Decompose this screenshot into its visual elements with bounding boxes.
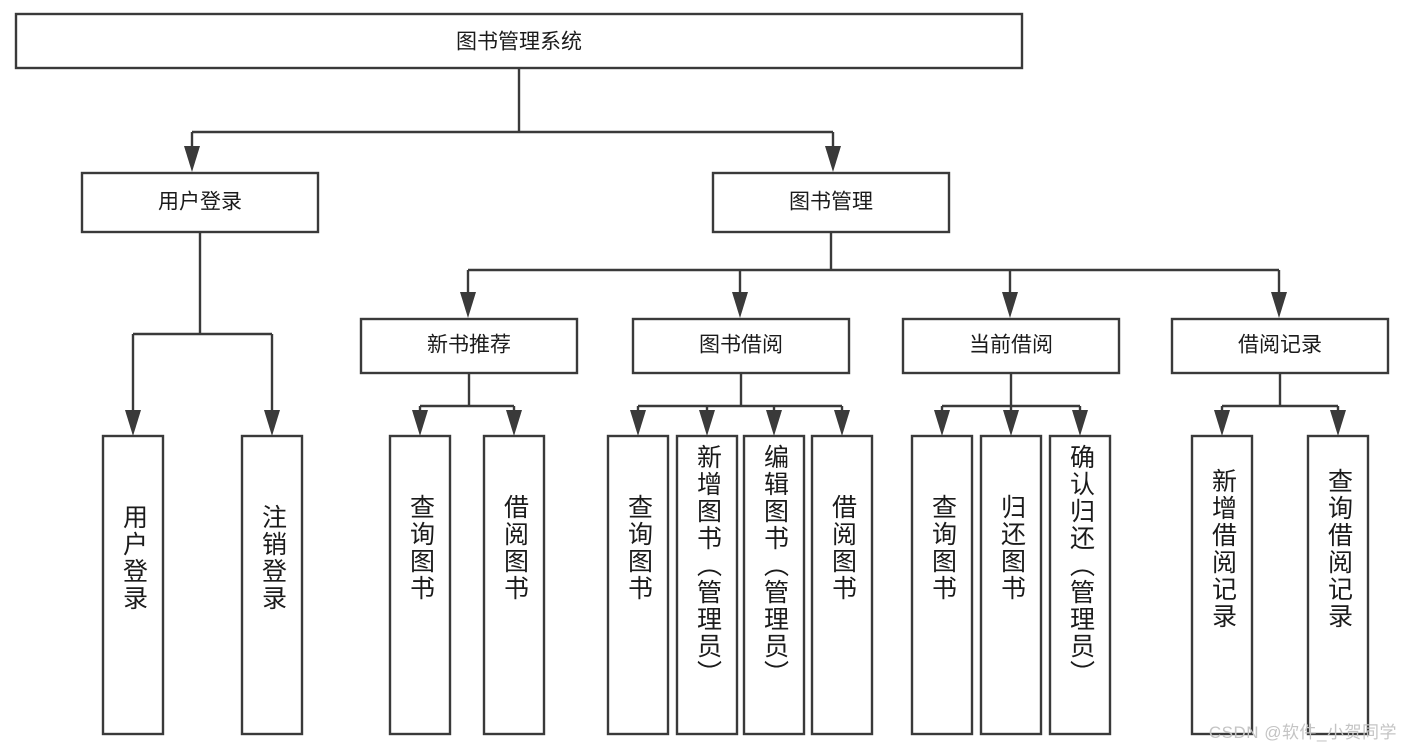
leaf-box-return-book[interactable] <box>979 434 1043 736</box>
connector-current-borrow-to-leaves <box>934 373 1088 436</box>
node-new-book-recommend-box[interactable] <box>359 317 579 375</box>
connector-new-book-recommend-to-leaves <box>412 373 522 436</box>
arrow-head-leaf-user-login <box>125 410 141 436</box>
node-book-borrow[interactable]: 图书借阅 <box>631 317 851 375</box>
node-user-login-label: 用户登录 <box>158 191 242 214</box>
arrow-head-new-book-recommend <box>460 292 476 318</box>
leaf-box-query-book-2[interactable] <box>606 434 670 736</box>
arrow-head-current-borrow <box>1002 292 1018 318</box>
arrow-head-leaf-logout <box>264 410 280 436</box>
arrow-head-book-management <box>825 146 841 172</box>
arrow-head-leaf-borrow-book-1 <box>506 410 522 436</box>
leaf-box-query-book-1[interactable] <box>388 434 452 736</box>
arrow-head-leaf-add-record <box>1214 410 1230 436</box>
node-borrow-record-label: 借阅记录 <box>1238 334 1322 357</box>
csdn-watermark: CSDN @软件_小贺同学 <box>1208 723 1397 742</box>
arrow-head-leaf-add-book <box>699 410 715 436</box>
node-new-book-recommend-label: 新书推荐 <box>427 334 511 357</box>
node-user-login[interactable]: 用户登录 <box>80 171 320 234</box>
arrow-head-leaf-query-book-1 <box>412 410 428 436</box>
node-root-box[interactable] <box>14 12 1024 70</box>
node-root-label: 图书管理系统 <box>456 31 582 54</box>
node-book-management-label: 图书管理 <box>789 191 873 214</box>
connector-borrow-record-to-leaves <box>1214 373 1346 436</box>
arrow-head-leaf-borrow-book-2 <box>834 410 850 436</box>
leaf-box-add-book[interactable] <box>675 434 739 736</box>
connector-book-borrow-to-leaves <box>630 373 850 436</box>
arrow-head-leaf-confirm-return <box>1072 410 1088 436</box>
arrow-head-user-login <box>184 146 200 172</box>
leaf-box-add-record[interactable] <box>1190 434 1254 736</box>
arrow-head-leaf-query-record <box>1330 410 1346 436</box>
node-root[interactable]: 图书管理系统 <box>14 12 1024 70</box>
leaf-box-query-record[interactable] <box>1306 434 1370 736</box>
node-book-borrow-label: 图书借阅 <box>699 334 783 357</box>
node-current-borrow-label: 当前借阅 <box>969 334 1053 357</box>
leaf-box-edit-book[interactable] <box>742 434 806 736</box>
node-current-borrow[interactable]: 当前借阅 <box>901 317 1121 375</box>
leaf-box-borrow-book-2[interactable] <box>810 434 874 736</box>
arrow-head-borrow-record <box>1271 292 1287 318</box>
arrow-head-leaf-query-book-2 <box>630 410 646 436</box>
node-user-login-box[interactable] <box>80 171 320 234</box>
node-current-borrow-box[interactable] <box>901 317 1121 375</box>
leaf-box-query-book-3[interactable] <box>910 434 974 736</box>
connector-user-login-to-leaves <box>125 232 280 436</box>
connector-book-management-to-level3 <box>460 232 1287 318</box>
node-borrow-record[interactable]: 借阅记录 <box>1170 317 1390 375</box>
connector-root-to-level2 <box>184 68 841 172</box>
leaf-box-user-login[interactable] <box>101 434 165 736</box>
leaf-box-confirm-return[interactable] <box>1048 434 1112 736</box>
arrow-head-leaf-edit-book <box>766 410 782 436</box>
node-book-management[interactable]: 图书管理 <box>711 171 951 234</box>
node-new-book-recommend[interactable]: 新书推荐 <box>359 317 579 375</box>
arrow-head-leaf-return-book <box>1003 410 1019 436</box>
arrow-head-leaf-query-book-3 <box>934 410 950 436</box>
leaf-box-logout[interactable] <box>240 434 304 736</box>
leaf-box-borrow-book-1[interactable] <box>482 434 546 736</box>
arrow-head-book-borrow <box>732 292 748 318</box>
